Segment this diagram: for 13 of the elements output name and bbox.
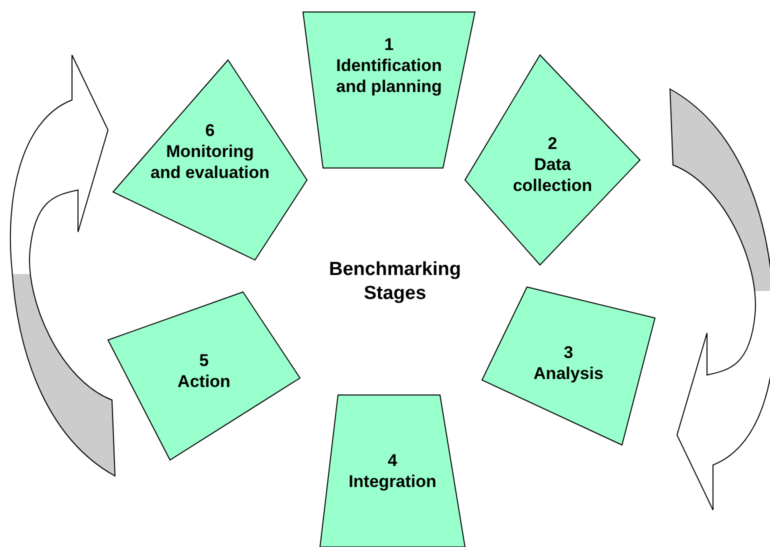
stage-number: 6: [205, 120, 215, 141]
stage-label: Action: [178, 371, 230, 392]
stage-number: 3: [564, 342, 574, 363]
stage-label: Analysis: [534, 363, 604, 384]
stage-number: 1: [384, 34, 394, 55]
stage-label: Integration: [348, 471, 436, 492]
center-title: Benchmarking Stages: [328, 258, 462, 306]
stage-number: 2: [548, 133, 558, 154]
stage-number: 4: [388, 450, 398, 471]
stage-label: Identification and planning: [335, 55, 443, 97]
stage-label: Monitoring and evaluation: [150, 141, 270, 183]
stage-label: Data collection: [512, 154, 594, 196]
stage-number: 5: [199, 350, 209, 371]
